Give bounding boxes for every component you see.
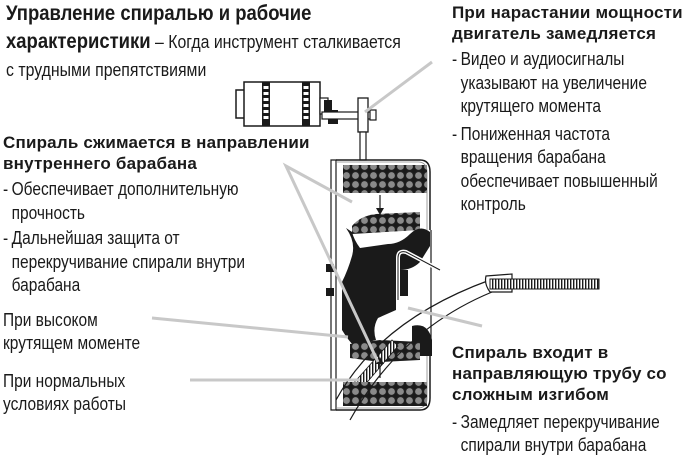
label-line: При нормальных	[3, 371, 126, 391]
callout-heading: Спираль входит в направляющую трубу со с…	[452, 342, 694, 405]
page-title: Управление спиралью и рабочие характерис…	[6, 0, 401, 84]
bullet-line: Замедляет перекручивание	[460, 412, 660, 432]
callout-heading: При нарастании мощности двигатель замедл…	[452, 2, 691, 44]
bullet-list: Обеспечивает дополнительную прочность Да…	[3, 178, 267, 298]
callout-spiral-compresses: Спираль сжимается в направлении внутренн…	[3, 132, 310, 298]
title-bold-line1: Управление спиралью и рабочие	[6, 2, 312, 25]
leader-high-torque	[151, 316, 349, 339]
title-normal-line1: Когда инструмент сталкивается	[168, 32, 401, 52]
bullet-line: указывают на увеличение	[460, 72, 647, 93]
callout-heading: Спираль сжимается в направлении внутренн…	[3, 132, 310, 174]
bullet-line: контроль	[460, 194, 526, 214]
bullet-line: перекручивание спирали внутри	[11, 251, 246, 272]
bullet-line: барабана	[11, 275, 81, 295]
bullet-item: Дальнейшая защита от перекручивание спир…	[3, 227, 267, 298]
label-line: крутящем моменте	[3, 333, 141, 353]
heading-line: Спираль входит в	[452, 343, 609, 362]
bullet-line: Дальнейшая защита от	[11, 228, 180, 248]
title-normal-line2: с трудными препятствиями	[6, 60, 207, 80]
leader-guide-tube	[407, 306, 483, 328]
bullet-item: Видео и аудиосигналы указывают на увелич…	[452, 48, 658, 119]
bullet-list: Видео и аудиосигналы указывают на увелич…	[452, 48, 658, 217]
callout-guide-tube: Спираль входит в направляющую трубу со с…	[452, 342, 694, 457]
heading-line: Спираль сжимается в направлении	[3, 133, 310, 152]
heading-line: внутреннего барабана	[3, 154, 197, 173]
bullet-line: вращения барабана	[460, 147, 606, 167]
callout-high-torque: При высоком крутящем моменте	[3, 309, 140, 355]
callout-motor-slows: При нарастании мощности двигатель замедл…	[452, 2, 691, 217]
bullet-line: обеспечивает повышенный	[460, 170, 658, 191]
bullet-line: спирали внутри барабана	[460, 435, 647, 455]
drum-icon	[326, 159, 600, 421]
bullet-line: крутящего момента	[460, 96, 601, 116]
heading-line: направляющую трубу со	[452, 364, 667, 383]
heading-line: двигатель замедляется	[452, 24, 657, 43]
leader-spiral-compress	[282, 162, 380, 363]
callout-normal-conditions: При нормальных условиях работы	[3, 370, 126, 416]
heading-line: сложным изгибом	[452, 385, 609, 404]
bullet-line: Пониженная частота	[460, 123, 611, 144]
bullet-line: прочность	[11, 202, 85, 223]
label-line: При высоком	[3, 310, 98, 330]
bullet-item: Пониженная частота вращения барабана обе…	[452, 123, 658, 217]
bullet-line: Обеспечивает дополнительную	[11, 179, 239, 199]
title-bold-line2: характеристики	[6, 30, 151, 53]
bullet-item: Замедляет перекручивание спирали внутри …	[452, 411, 660, 457]
bullet-line: Видео и аудиосигналы	[460, 49, 625, 69]
bullet-list: Замедляет перекручивание спирали внутри …	[452, 411, 660, 457]
label-line: условиях работы	[3, 394, 126, 414]
title-dash: –	[150, 32, 169, 52]
motor-icon	[235, 81, 377, 161]
bullet-item: Обеспечивает дополнительную прочность	[3, 178, 267, 225]
leader-lines	[151, 60, 483, 382]
leader-motor	[364, 60, 433, 114]
heading-line: При нарастании мощности	[452, 3, 683, 22]
